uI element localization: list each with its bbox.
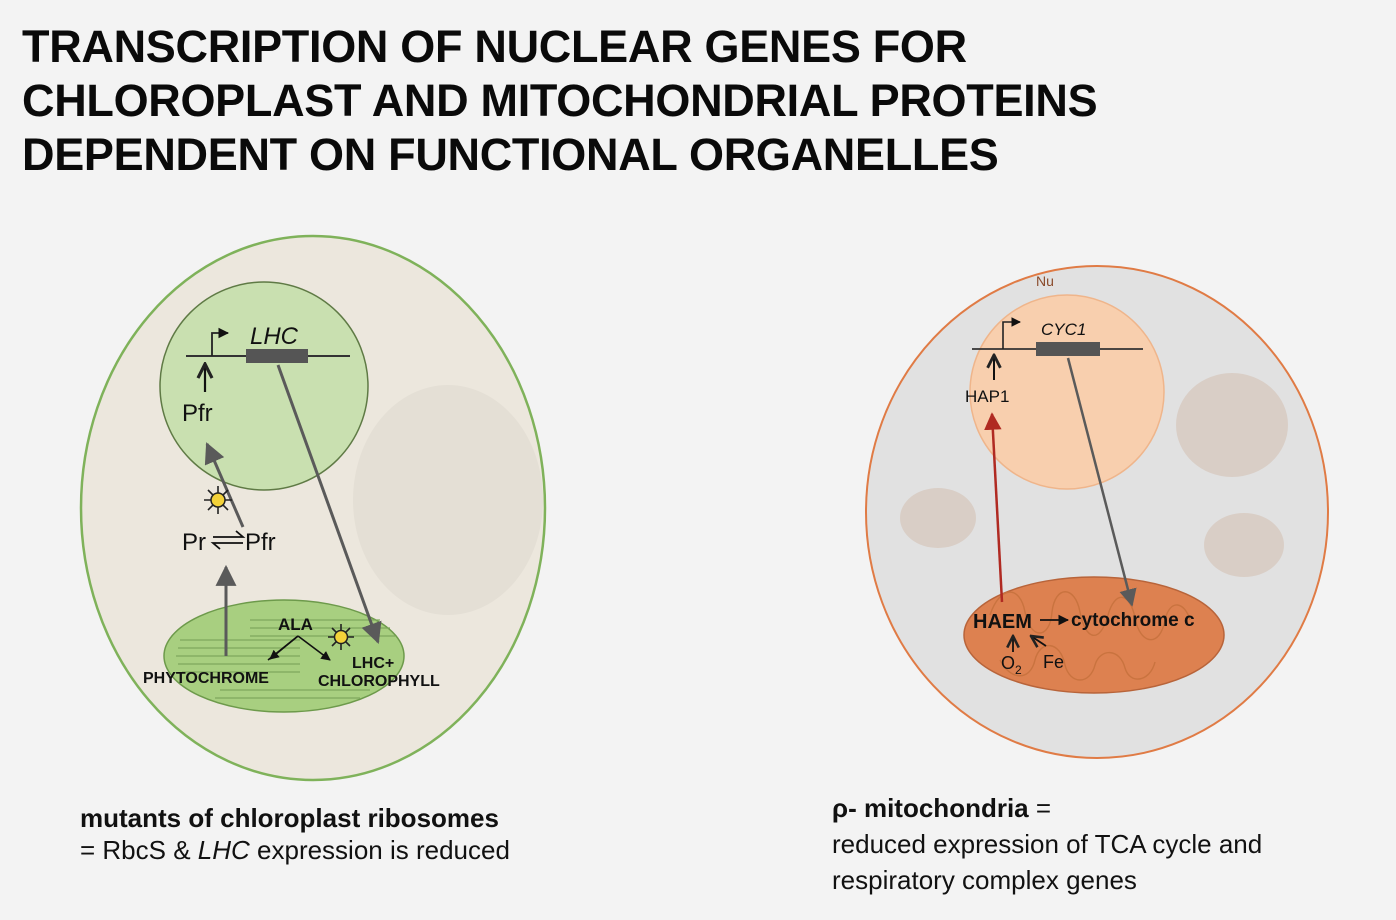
haem-signal-arrow bbox=[984, 412, 1004, 603]
hap1-label: HAP1 bbox=[965, 387, 1009, 406]
haem-label: HAEM bbox=[973, 611, 1032, 633]
ala-label: ALA bbox=[278, 615, 313, 634]
light-sun-icon bbox=[204, 486, 232, 514]
plant-nucleus bbox=[159, 281, 369, 491]
equilibrium-arrows-icon bbox=[210, 530, 246, 550]
pr-label: Pr bbox=[182, 529, 206, 556]
ala-to-phytochrome-arrow bbox=[269, 635, 299, 660]
phytochrome-label: PHYTOCHROME bbox=[143, 670, 269, 687]
slide-title: TRANSCRIPTION OF NUCLEAR GENES FOR CHLOR… bbox=[22, 20, 1362, 182]
lhc-gene-box bbox=[246, 349, 308, 363]
thylakoid-stacks bbox=[176, 619, 395, 699]
cyc1-gene-box bbox=[1036, 342, 1100, 356]
promoter-arrow-icon bbox=[1002, 317, 1021, 349]
yeast-caption-line: respiratory complex genes bbox=[832, 865, 1137, 895]
plant-cell: Nu LHC Pfr bbox=[79, 234, 547, 782]
lhc-product-label: LHC+ bbox=[352, 655, 394, 672]
cyc1-to-mitochondrion-arrow bbox=[1066, 357, 1137, 607]
nucleus-label: Nu bbox=[1036, 273, 1054, 289]
lhc-gene-label: LHC bbox=[250, 323, 299, 350]
yeast-caption: ρ- mitochondria = reduced expression of … bbox=[832, 790, 1262, 898]
yeast-caption-line: reduced expression of TCA cycle and bbox=[832, 829, 1263, 859]
vacuole-shape bbox=[353, 385, 543, 615]
iron-arrow bbox=[1031, 636, 1047, 646]
vesicle-shape bbox=[900, 488, 976, 548]
title-line: CHLOROPLAST AND MITOCHONDRIAL PROTEINS bbox=[22, 75, 1098, 126]
caption-text: = bbox=[1028, 793, 1052, 823]
pfr-cytoplasm-label: Pfr bbox=[245, 529, 276, 556]
chlorophyll-label: CHLOROPHYLL bbox=[318, 673, 440, 690]
title-line: DEPENDENT ON FUNCTIONAL ORGANELLES bbox=[22, 129, 999, 180]
rho-mitochondria-term: ρ- mitochondria bbox=[832, 793, 1029, 823]
cyc1-gene-label: CYC1 bbox=[1041, 320, 1086, 339]
caption-gene: LHC bbox=[197, 835, 250, 865]
plant-caption-body: = RbcS & LHC expression is reduced bbox=[80, 834, 510, 866]
plant-caption: mutants of chloroplast ribosomes = RbcS … bbox=[80, 802, 510, 866]
caption-text: = RbcS & bbox=[80, 835, 198, 865]
vacuole-shape bbox=[1176, 373, 1288, 477]
mitochondrial-cristae bbox=[989, 591, 1191, 681]
cytochrome-c-label: cytochrome c bbox=[1071, 610, 1195, 631]
lhc-gene-to-chloroplast-arrow bbox=[276, 364, 382, 644]
promoter-arrow-icon bbox=[211, 327, 230, 356]
yeast-nucleus bbox=[969, 294, 1165, 490]
plant-caption-heading: mutants of chloroplast ribosomes bbox=[80, 803, 499, 833]
oxygen-label: O2 bbox=[1001, 653, 1022, 677]
pfr-nuclear-label: Pfr bbox=[182, 400, 213, 427]
caption-text: expression is reduced bbox=[249, 835, 510, 865]
light-to-pfr-arrow bbox=[204, 442, 245, 528]
light-sun-icon bbox=[328, 624, 354, 650]
yeast-cell: Nu CYC1 HAP1 HAEM cytochrome c O2 Fe bbox=[865, 265, 1329, 759]
vesicle-shape bbox=[1204, 513, 1284, 577]
oxygen-text: O bbox=[1001, 653, 1015, 673]
yeast-caption-heading: ρ- mitochondria = bbox=[832, 790, 1262, 826]
title-line: TRANSCRIPTION OF NUCLEAR GENES FOR bbox=[22, 21, 967, 72]
oxygen-subscript: 2 bbox=[1015, 663, 1022, 677]
iron-label: Fe bbox=[1043, 652, 1064, 672]
